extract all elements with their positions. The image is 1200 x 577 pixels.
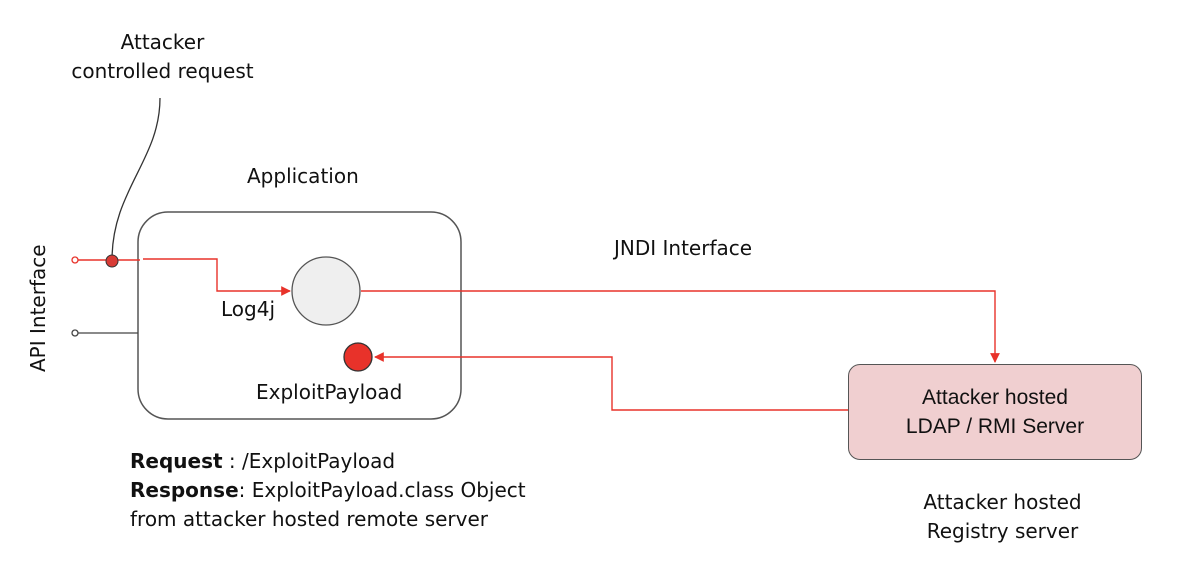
registry-server-label: Attacker hosted Registry server	[880, 488, 1125, 546]
api-port-secondary	[71, 329, 79, 337]
registry-line1: Attacker hosted	[923, 490, 1082, 514]
note-request-value: : /ExploitPayload	[222, 449, 396, 473]
application-container	[137, 211, 462, 420]
registry-line2: Registry server	[926, 519, 1079, 543]
request-to-log4j-arrow	[143, 258, 291, 296]
note-request-line: Request : /ExploitPayload	[130, 447, 526, 476]
log4j-node	[291, 256, 361, 326]
note-response-label: Response	[130, 478, 239, 502]
attacker-ldap-rmi-server: Attacker hosted LDAP / RMI Server	[848, 364, 1142, 460]
note-request-label: Request	[130, 449, 223, 473]
jndi-interface-label: JNDI Interface	[614, 236, 753, 260]
attacker-request-line2: controlled request	[71, 59, 254, 83]
note-response-value: : ExploitPayload.class Object	[238, 478, 526, 502]
server-line1: Attacker hosted	[922, 386, 1068, 409]
server-line2: LDAP / RMI Server	[905, 415, 1085, 438]
note-response-line: Response: ExploitPayload.class Object	[130, 476, 526, 505]
request-callout-line	[111, 97, 161, 261]
exploit-payload-label: ExploitPayload	[256, 380, 403, 404]
note-response-line2: from attacker hosted remote server	[130, 507, 488, 531]
payload-return-arrow	[374, 352, 848, 411]
request-response-note: Request : /ExploitPayload Response: Expl…	[130, 447, 526, 534]
exploit-payload-node	[343, 342, 373, 372]
application-title: Application	[247, 164, 359, 188]
request-dot	[105, 254, 119, 268]
jndi-lookup-arrow	[361, 290, 1000, 363]
api-port-request	[71, 256, 79, 264]
attacker-request-label: Attacker controlled request	[40, 28, 285, 86]
attacker-request-line1: Attacker	[120, 30, 205, 54]
api-interface-label: API Interface	[26, 244, 50, 372]
log4j-label: Log4j	[221, 297, 276, 321]
